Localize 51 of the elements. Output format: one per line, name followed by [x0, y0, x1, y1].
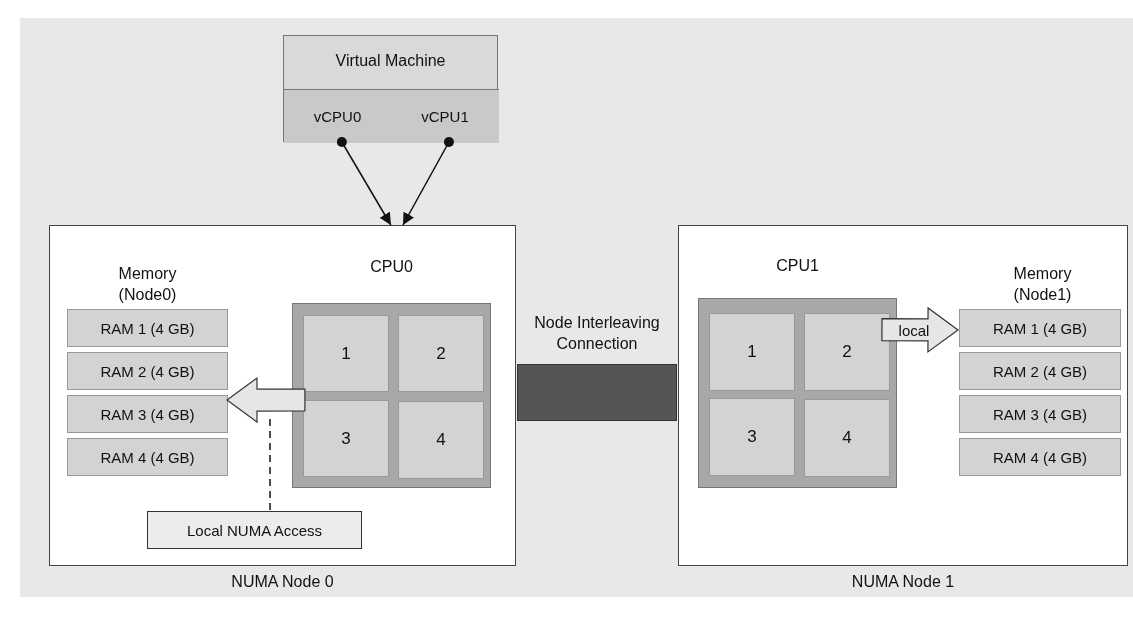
ram-module	[959, 395, 1121, 433]
memory-title: Memory (Node0)	[117, 264, 178, 305]
edge-label: local	[898, 322, 930, 338]
ram-label: RAM 4 (4 GB)	[100, 448, 195, 466]
vm-title: Virtual Machine	[335, 52, 446, 70]
core-number: 1	[341, 343, 351, 364]
node-caption: NUMA Node 1	[851, 573, 955, 591]
core-number: 4	[842, 428, 852, 448]
callout-text: Local NUMA Access	[186, 521, 323, 539]
ram-label: RAM 1 (4 GB)	[100, 319, 195, 337]
core-number: 3	[747, 427, 757, 447]
cpu-core	[398, 315, 484, 392]
ram-module	[959, 309, 1121, 347]
memory-title: Memory (Node1)	[1012, 264, 1073, 305]
cpu-core	[709, 313, 795, 391]
ram-module	[67, 438, 228, 476]
cpu-core	[303, 315, 389, 392]
cpu-core	[398, 401, 484, 479]
block-arrow	[226, 376, 306, 424]
ram-label: RAM 2 (4 GB)	[100, 362, 195, 380]
ram-module	[959, 352, 1121, 390]
core-number: 1	[747, 342, 757, 362]
virtual-machine-box	[283, 35, 498, 142]
core-number: 3	[341, 428, 351, 449]
ram-label: RAM 4 (4 GB)	[992, 448, 1088, 466]
cpu-core	[303, 400, 389, 477]
cpu-core	[709, 398, 795, 476]
node-caption: NUMA Node 0	[231, 573, 334, 591]
cpu-title: CPU0	[370, 258, 413, 276]
vcpu-cell	[391, 89, 499, 143]
ram-module	[67, 395, 228, 433]
connection-label: Node Interleaving Connection	[533, 313, 661, 355]
callout-box	[147, 511, 362, 549]
vcpu-label: vCPU1	[421, 108, 469, 125]
ram-module	[959, 438, 1121, 476]
cpu-title: CPU1	[776, 257, 819, 275]
ram-label: RAM 1 (4 GB)	[992, 319, 1088, 337]
ram-label: RAM 2 (4 GB)	[992, 362, 1088, 380]
core-number: 2	[842, 342, 852, 362]
arrow	[402, 137, 454, 226]
ram-label: RAM 3 (4 GB)	[992, 405, 1088, 423]
core-number: 2	[436, 343, 446, 364]
arrow	[336, 137, 392, 226]
ram-module	[67, 309, 228, 347]
vcpu-label: vCPU0	[313, 108, 362, 125]
cpu-core	[804, 313, 890, 391]
core-number: 4	[436, 430, 446, 450]
vcpu-cell	[284, 89, 391, 143]
ram-label: RAM 3 (4 GB)	[100, 405, 195, 423]
cpu-core	[804, 399, 890, 477]
ram-module	[67, 352, 228, 390]
